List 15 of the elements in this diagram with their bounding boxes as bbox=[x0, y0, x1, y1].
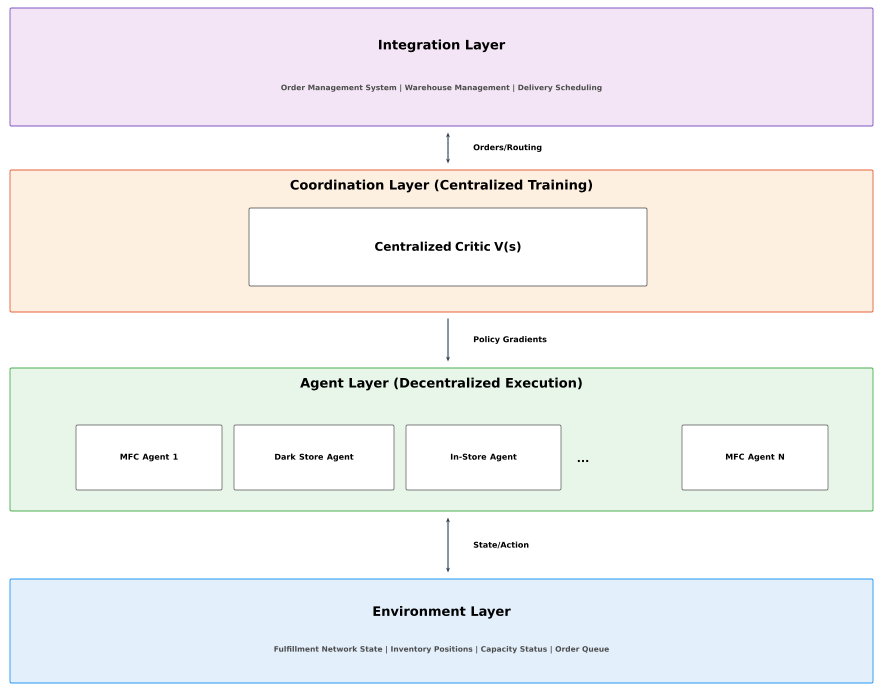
agent-box: MFC Agent N bbox=[682, 424, 828, 490]
edge-label: State/Action bbox=[474, 542, 528, 548]
agent-box: Dark Store Agent bbox=[234, 424, 394, 490]
layer-title: Coordination Layer (Centralized Training) bbox=[290, 180, 592, 192]
layer-box bbox=[10, 8, 874, 126]
layer-title: Agent Layer (Decentralized Execution) bbox=[300, 378, 582, 390]
agent-box: In-Store Agent bbox=[406, 424, 562, 490]
layer-box bbox=[10, 578, 874, 684]
edge-label: Policy Gradients bbox=[474, 336, 546, 344]
agent-box: MFC Agent 1 bbox=[76, 424, 222, 490]
edge-label: Orders/Routing bbox=[474, 144, 542, 152]
critic-box: Centralized Critic V(s) bbox=[248, 208, 648, 286]
layer-title: Integration Layer bbox=[379, 39, 506, 52]
ellipsis-label: ... bbox=[578, 460, 588, 462]
layer-title: Environment Layer bbox=[374, 606, 511, 619]
